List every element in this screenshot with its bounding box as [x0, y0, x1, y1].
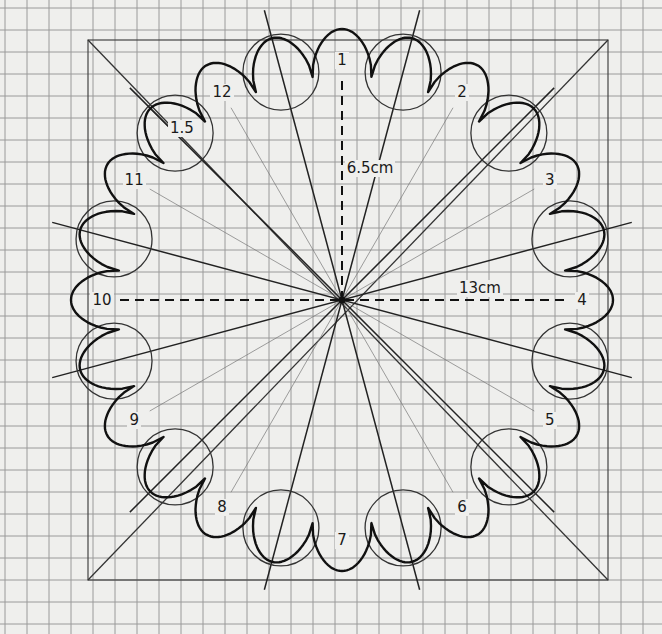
grid-line [0, 184, 662, 185]
circle [137, 95, 213, 171]
grid-line [0, 470, 662, 471]
dimension-line [341, 78, 343, 300]
dimension-label: 1.5 [168, 120, 196, 137]
grid-line [0, 74, 662, 75]
circle [243, 490, 319, 566]
circle [532, 201, 608, 277]
circle [471, 95, 547, 171]
diagonal-line [88, 40, 608, 580]
dimension-label: 13cm [457, 280, 503, 297]
grid-line [203, 0, 204, 634]
construction-line [150, 300, 342, 411]
dimension-label: 6.5cm [345, 160, 396, 177]
grid-line [0, 250, 662, 251]
construction-line [231, 108, 342, 300]
radial-line [52, 222, 632, 377]
construction-line [342, 300, 534, 411]
radial-line [130, 88, 554, 512]
grid-line [247, 0, 248, 634]
grid-line [0, 382, 662, 383]
circle [76, 323, 152, 399]
grid-line [0, 118, 662, 119]
grid-line [0, 228, 662, 229]
callout-number: 11 [123, 172, 146, 189]
circle [76, 201, 152, 277]
grid-line [27, 0, 28, 634]
grid-line [0, 30, 662, 31]
callout-number: 9 [127, 412, 141, 429]
grid-line [445, 0, 446, 634]
callout-number: 3 [543, 172, 557, 189]
construction-line [231, 300, 342, 492]
construction-line [342, 189, 534, 300]
circle [137, 429, 213, 505]
grid-line [0, 426, 662, 427]
circle [471, 429, 547, 505]
grid-line [0, 514, 662, 515]
circle [532, 323, 608, 399]
grid-line [0, 624, 662, 625]
grid-line [0, 162, 662, 163]
callout-number: 10 [90, 292, 113, 309]
grid-line [357, 0, 358, 634]
grid-line [533, 0, 534, 634]
grid-line [0, 96, 662, 97]
callout-number: 5 [543, 412, 557, 429]
construction-line [150, 189, 342, 300]
grid-line [423, 0, 424, 634]
grid-line [621, 0, 622, 634]
grid-line [379, 0, 380, 634]
callout-number: 8 [215, 499, 229, 516]
grid-line [0, 316, 662, 317]
grid-line [0, 8, 662, 9]
construction-line [342, 108, 453, 300]
circle [365, 34, 441, 110]
diagonal-line [88, 40, 608, 580]
outer-square [88, 40, 608, 580]
grid-line [0, 558, 662, 559]
callout-number: 1 [335, 52, 349, 69]
grid-line [0, 602, 662, 603]
pattern-outline [71, 29, 613, 571]
callout-number: 12 [210, 84, 233, 101]
grid-line [643, 0, 644, 634]
callout-number: 2 [455, 84, 469, 101]
centre-dot [339, 297, 346, 304]
grid-line [93, 0, 94, 634]
grid-line [0, 140, 662, 141]
construction-line [342, 300, 453, 492]
circle [243, 34, 319, 110]
radial-line [130, 88, 554, 512]
radial-line [52, 222, 632, 377]
grid-line [0, 404, 662, 405]
grid-line [0, 448, 662, 449]
callout-number: 4 [575, 292, 589, 309]
grid-line [0, 536, 662, 537]
grid-line [71, 0, 72, 634]
grid-line [599, 0, 600, 634]
callout-number: 7 [335, 532, 349, 549]
grid-line [159, 0, 160, 634]
grid-line [115, 0, 116, 634]
grid-line [401, 0, 402, 634]
circle [365, 490, 441, 566]
callout-number: 6 [455, 499, 469, 516]
grid-line [5, 0, 6, 634]
grid-line [269, 0, 270, 634]
grid-line [291, 0, 292, 634]
grid-line [577, 0, 578, 634]
grid-line [49, 0, 50, 634]
grid-line [0, 492, 662, 493]
